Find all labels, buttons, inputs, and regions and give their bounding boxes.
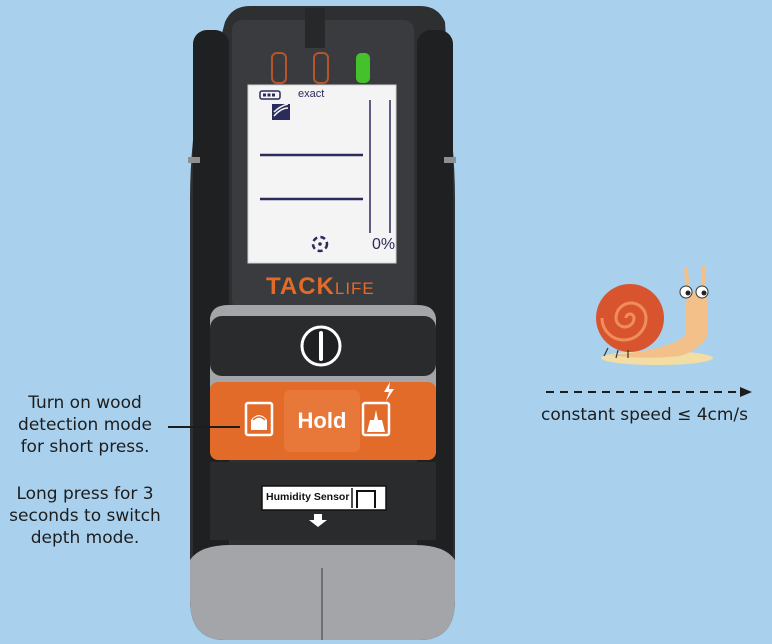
wood-detection-button[interactable] (212, 384, 282, 458)
snail-illustration (596, 265, 713, 365)
long-press-line-2: seconds to switch (9, 506, 161, 526)
led-1 (271, 52, 287, 84)
speed-caption: constant speed ≤ 4cm/s (541, 405, 749, 425)
long-press-line-1: Long press for 3 (16, 484, 154, 504)
led-3-green (356, 53, 370, 83)
brand-logo: TACKLIFE (266, 273, 375, 301)
short-press-line-3: for short press. (20, 437, 150, 457)
battery-icon (259, 90, 281, 100)
brand-part-2: LIFE (334, 279, 375, 298)
ac-detection-button[interactable] (362, 384, 434, 458)
humidity-sensor-text: Humidity Sensor (266, 491, 350, 503)
lcd-percent-readout: 0% (372, 236, 396, 253)
long-press-annotation: Long press for 3 seconds to switch depth… (0, 483, 170, 549)
ac-scan-icon (361, 382, 394, 437)
power-button[interactable] (300, 326, 342, 368)
short-press-line-2: detection mode (18, 415, 152, 435)
hold-button-bg (284, 390, 360, 452)
humidity-sensor-label (261, 485, 387, 527)
long-press-line-3: depth mode. (30, 528, 140, 548)
lcd-wood-mode-icon (272, 103, 290, 120)
hold-button[interactable]: Hold (297, 408, 347, 433)
brand-part-1: TACK (266, 273, 335, 300)
wood-scan-icon (244, 401, 274, 437)
power-button (300, 325, 342, 367)
short-press-annotation: Turn on wood detection mode for short pr… (0, 392, 170, 458)
led-2 (313, 52, 329, 84)
lcd-mode-text: exact (298, 88, 325, 100)
status-leds (271, 52, 370, 84)
short-press-line-1: Turn on wood (28, 393, 142, 413)
speed-arrow (546, 387, 752, 397)
lcd-target-icon (311, 235, 329, 253)
